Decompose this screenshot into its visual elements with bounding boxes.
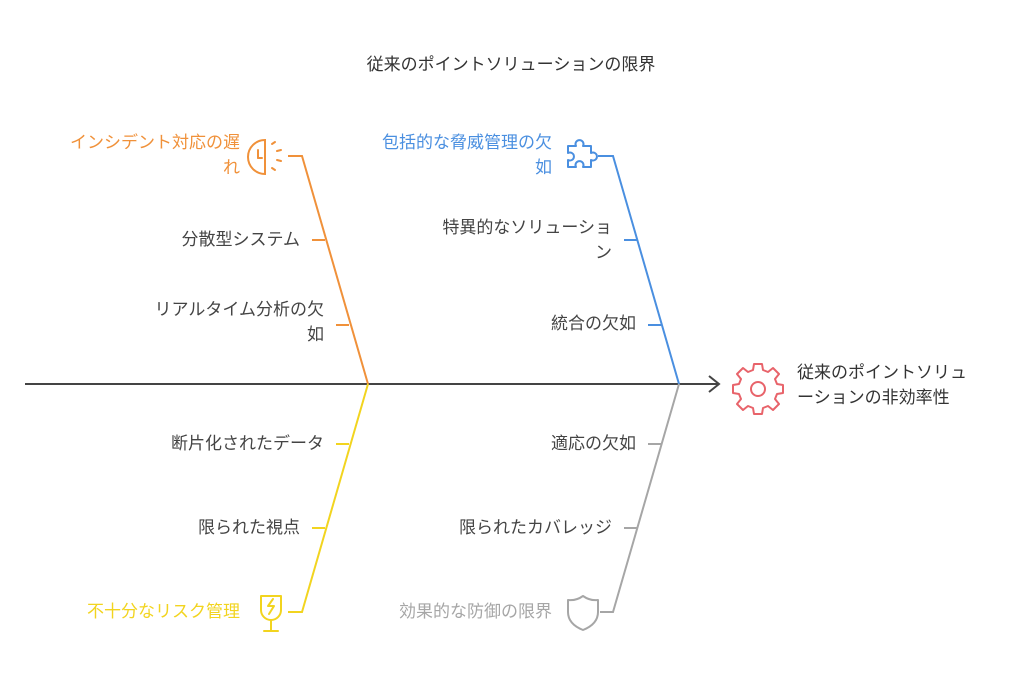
category-title-incident-line2: れ: [223, 158, 240, 178]
branch-incident: [288, 155, 369, 385]
effect-label-line1: 従来のポイントソリュ: [797, 363, 967, 383]
cause-incident-2: リアルタイム分析の欠 如: [60, 298, 325, 348]
puzzle-icon: [567, 139, 598, 168]
spine-arrowhead: [708, 375, 721, 393]
category-title-defense-line1: 効果的な防御の限界: [399, 602, 552, 622]
branch-incident-line: [288, 155, 369, 385]
category-title-threat-line1: 包括的な脅威管理の欠: [382, 133, 552, 153]
cause-threat-2-line1: 統合の欠如: [551, 314, 636, 334]
category-title-threat: 包括的な脅威管理の欠 如: [330, 131, 552, 181]
effect-label-line2: ーションの非効率性: [797, 388, 950, 408]
cause-risk-1: 断片化されたデータ: [80, 432, 324, 457]
broken-glass-icon: [260, 595, 282, 632]
cause-risk-2-line1: 限られた視点: [198, 518, 300, 538]
category-title-risk-line1: 不十分なリスク管理: [87, 602, 240, 622]
cause-defense-2: 限られたカバレッジ: [380, 516, 612, 541]
cause-threat-2: 統合の欠如: [400, 312, 636, 337]
broken-clock-icon: [247, 138, 282, 176]
cause-defense-1-line1: 適応の欠如: [551, 434, 636, 454]
cause-incident-1: 分散型システム: [60, 228, 301, 253]
branch-risk: [288, 383, 369, 613]
branch-defense: [600, 383, 680, 613]
cause-risk-2: 限られた視点: [80, 516, 300, 541]
cause-threat-1-line2: ン: [595, 243, 612, 263]
cause-defense-2-line1: 限られたカバレッジ: [459, 518, 612, 538]
cause-incident-1-line1: 分散型システム: [181, 230, 301, 250]
cause-defense-1: 適応の欠如: [400, 432, 636, 457]
category-title-defense: 効果的な防御の限界: [330, 600, 552, 625]
branch-defense-line: [600, 383, 680, 613]
cause-threat-1: 特異的なソリューショ ン: [380, 216, 612, 266]
cause-threat-1-line1: 特異的なソリューショ: [442, 218, 612, 238]
effect-label: 従来のポイントソリュ ーションの非効率性: [797, 361, 1017, 411]
branch-threat-line: [598, 155, 680, 385]
diagram-title: 従来のポイントソリューションの限界: [366, 55, 656, 75]
category-title-incident: インシデント対応の遅 れ: [20, 131, 240, 181]
category-title-incident-line1: インシデント対応の遅: [70, 133, 240, 153]
gear-icon: [732, 363, 784, 415]
category-title-threat-line2: 如: [535, 158, 552, 178]
cause-incident-2-line2: 如: [307, 325, 324, 345]
cause-incident-2-line1: リアルタイム分析の欠: [154, 300, 325, 320]
branch-threat: [598, 155, 680, 385]
branch-risk-line: [288, 383, 369, 613]
cause-risk-1-line1: 断片化されたデータ: [171, 434, 324, 454]
category-title-risk: 不十分なリスク管理: [20, 600, 240, 625]
shield-icon: [567, 595, 599, 631]
